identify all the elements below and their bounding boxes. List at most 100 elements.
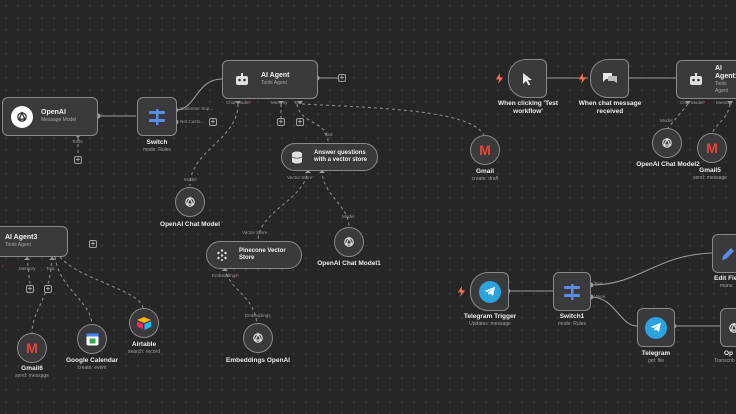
gmail-icon: M <box>26 340 38 356</box>
switch1-output-voice: Voice <box>594 294 606 299</box>
port-label-chat-model: Chat Model* <box>226 100 252 105</box>
openai-message-model-node[interactable]: OpenAI Message Model <box>2 97 98 136</box>
node-subtitle: Message Model <box>41 117 77 124</box>
embeddings-openai-label: Embeddings OpenAI <box>226 357 290 364</box>
add-tool-button[interactable]: + <box>44 284 52 293</box>
switch1-output-text: Text <box>594 281 603 286</box>
port-label-memory: Memory <box>716 100 733 105</box>
port-label-memory: Memory <box>271 100 288 105</box>
openai-chat-model-label: OpenAI Chat Model <box>160 221 220 228</box>
gmail6-node[interactable]: M <box>17 333 47 363</box>
robot-icon <box>231 69 253 91</box>
embeddings-openai-node[interactable] <box>243 323 273 353</box>
openai-icon <box>11 105 33 128</box>
trigger-bolt-icon <box>579 73 586 84</box>
gmail-draft-node[interactable]: M <box>470 135 500 165</box>
switch-node[interactable] <box>137 97 177 136</box>
google-calendar-label: Google Calendar create: event <box>65 357 118 372</box>
telegram-get-file-node[interactable] <box>637 308 675 347</box>
pinecone-vector-store-node[interactable]: Pinecone Vector Store <box>206 241 302 269</box>
add-next-node-button[interactable]: + <box>209 117 217 126</box>
ai-agent3-node[interactable]: AI Agent3 Tools Agent <box>0 226 68 257</box>
switch-output-customer-support: Customer Sup... <box>180 106 214 111</box>
port-label-tools: Tools <box>72 139 83 144</box>
node-subtitle: Tools Agent <box>715 81 729 94</box>
port-label-vector-store: Vector Store* <box>287 175 315 180</box>
port-label-model: Model <box>342 214 355 219</box>
edit-fields-label: Edit Fie manu <box>714 275 736 290</box>
openai-icon <box>183 195 197 209</box>
port-label-tool: Tool <box>46 266 55 271</box>
node-title: AI Agent <box>261 72 290 80</box>
openai-chat-model1-label: OpenAI Chat Model1 <box>317 260 381 267</box>
port-label-required: * <box>2 264 4 269</box>
gmail5-label: Gmail5 send: message <box>693 167 727 182</box>
port-label-chat-model: Chat Model* <box>680 100 706 105</box>
node-title: OpenAI <box>41 109 66 117</box>
openai-icon <box>342 235 356 249</box>
gmail-icon: M <box>706 140 718 156</box>
chat-trigger-label: When chat message received <box>578 100 642 116</box>
telegram-trigger-label: Telegram Trigger Updates: message <box>463 313 517 328</box>
switch-label: Switch mode: Rules <box>142 139 172 154</box>
edit-fields-node[interactable] <box>712 234 736 273</box>
switch1-node[interactable] <box>553 272 591 311</box>
airtable-label: Airtable search: record <box>128 341 160 356</box>
add-tool-button[interactable]: + <box>74 155 82 164</box>
gmail6-label: Gmail6 send: message <box>15 365 49 380</box>
switch-output-not-customer: Not Custo... <box>180 119 205 124</box>
add-next-node-button[interactable]: + <box>338 73 346 82</box>
node-subtitle: Tools Agent <box>261 80 287 87</box>
chat-bubble-icon <box>602 72 618 85</box>
port-label-model: Model <box>184 177 197 182</box>
manual-trigger-label: When clicking 'Test workflow' <box>498 100 558 116</box>
database-icon <box>288 148 306 166</box>
node-title: Pinecone Vector Store <box>239 247 286 261</box>
google-calendar-node[interactable] <box>77 324 107 354</box>
openai-chat-model2-label: OpenAI Chat Model2 <box>636 161 700 168</box>
port-label-tool: Tool <box>324 132 333 137</box>
port-label-tool: Tool <box>294 100 303 105</box>
openai-chat-model1-node[interactable] <box>334 227 364 257</box>
telegram-icon <box>478 280 501 303</box>
gmail5-node[interactable]: M <box>697 133 727 163</box>
gmail-label: Gmail create: draft <box>471 168 499 183</box>
ai-agent1-node[interactable]: AI Agent1 Tools Agent <box>676 60 736 99</box>
openai-chat-model2-node[interactable] <box>652 128 682 158</box>
gmail-icon: M <box>479 142 491 158</box>
manual-trigger-node[interactable] <box>508 59 547 98</box>
port-label-vector-store: Vector Store <box>242 230 268 235</box>
airtable-icon <box>137 316 151 330</box>
robot-icon <box>685 69 707 91</box>
openai-icon <box>727 321 736 335</box>
chat-trigger-node[interactable] <box>590 59 629 98</box>
add-next-node-button[interactable]: + <box>89 239 97 248</box>
add-memory-button[interactable]: + <box>26 284 34 293</box>
vector-store-qa-node[interactable]: Answer questions with a vector store <box>281 143 378 171</box>
telegram-get-file-label: Telegram get: file <box>641 350 671 365</box>
pinecone-icon <box>213 246 231 264</box>
add-tool-button[interactable]: + <box>296 117 304 126</box>
pencil-icon <box>720 246 736 262</box>
openai-transcribe-label: Op Transcrib <box>714 350 735 365</box>
telegram-icon <box>645 316 667 339</box>
add-memory-button[interactable]: + <box>277 117 285 126</box>
cursor-icon <box>522 72 534 86</box>
telegram-trigger-node[interactable] <box>470 272 509 311</box>
node-subtitle: Tools Agent <box>5 242 31 249</box>
trigger-bolt-icon <box>496 73 503 84</box>
openai-chat-model-node[interactable] <box>175 187 205 217</box>
openai-icon <box>660 136 674 150</box>
openai-transcribe-node[interactable] <box>720 308 736 347</box>
node-title: AI Agent3 <box>5 234 38 242</box>
switch-icon <box>147 108 167 125</box>
port-label-memory: Memory <box>19 266 36 271</box>
switch1-label: Switch1 mode: Rules <box>557 313 587 328</box>
trigger-bolt-icon <box>458 286 465 297</box>
port-label-embeddings: Embeddings* <box>212 273 240 278</box>
port-label-model: Model <box>660 118 673 123</box>
openai-icon <box>251 331 265 345</box>
port-label-embeddings: Embeddings <box>245 313 271 318</box>
ai-agent-node[interactable]: AI Agent Tools Agent <box>222 60 318 99</box>
airtable-node[interactable] <box>129 308 159 338</box>
